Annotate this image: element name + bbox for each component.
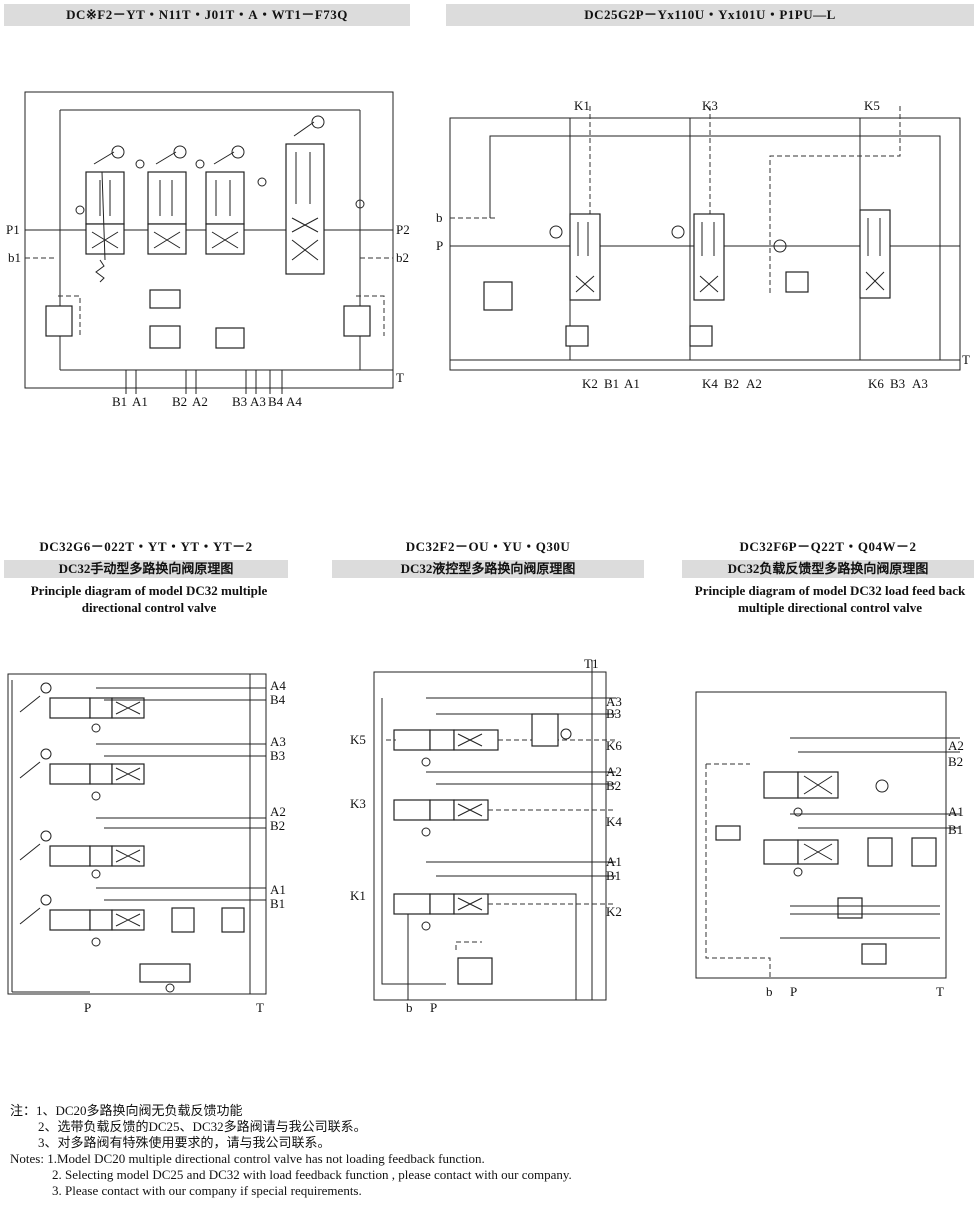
dc25-diagram: K1 K3 K5 b P T K2 B1 A1 K4 B2 A2 K6 B3 A… xyxy=(436,98,970,391)
dc20-port-a1: A1 xyxy=(132,394,148,409)
dc32-hydraulic-label-k1: K1 xyxy=(350,888,366,903)
dc32-hydraulic-port-a3: A3 xyxy=(606,694,622,709)
dc32-hydraulic-label-t1: T1 xyxy=(584,656,598,671)
dc32-hydraulic-label-k5: K5 xyxy=(350,732,366,747)
dc32-manual-port-b2: B2 xyxy=(270,818,285,833)
dc32-manual-label-t: T xyxy=(256,1000,264,1015)
dc25-bottom-b1: B1 xyxy=(604,376,619,391)
dc32-hydraulic-port-a2: A2 xyxy=(606,764,622,779)
note-en-2: 2. Selecting model DC25 and DC32 with lo… xyxy=(52,1167,572,1182)
dc20-label-b2: b2 xyxy=(396,250,409,265)
dc32-hydraulic-port-a1: A1 xyxy=(606,854,622,869)
dc32-load-model: DC32F6P－Q22T・Q04W－2 xyxy=(739,539,917,554)
dc25-bottom-a2: A2 xyxy=(746,376,762,391)
dc20-port-b3: B3 xyxy=(232,394,247,409)
dc20-label-t: T xyxy=(396,370,404,385)
dc32-hydraulic-label-p: P xyxy=(430,1000,437,1015)
dc32-manual-caption-en: Principle diagram of model DC32 multiple… xyxy=(30,583,268,615)
dc32-manual-port-b4: B4 xyxy=(270,692,286,707)
dc32-manual-diagram: A4 B4 A3 B3 A2 B2 A1 B1 P T xyxy=(7,673,286,1015)
dc32-manual-port-a4: A4 xyxy=(270,678,286,693)
dc32-load-label-t: T xyxy=(936,984,944,999)
dc25-label-p: P xyxy=(436,238,443,253)
dc32-hydraulic-port-k2: K2 xyxy=(606,904,622,919)
dc25-bottom-k4: K4 xyxy=(702,376,718,391)
notes-block: 注：1、DC20多路换向阀无负载反馈功能 2、选带负载反馈的DC25、DC32多… xyxy=(10,1103,572,1199)
dc32-load-diagram: A2 B2 A1 B1 b P T xyxy=(695,691,964,999)
dc25-bottom-b3: B3 xyxy=(890,376,905,391)
dc32-load-caption-en: Principle diagram of model DC32 load fee… xyxy=(694,583,966,615)
dc25-label-b: b xyxy=(436,210,443,225)
dc25-bottom-k2: K2 xyxy=(582,376,598,391)
dc32-load-label-p: P xyxy=(790,984,797,999)
dc20-port-a4: A4 xyxy=(286,394,302,409)
dc32-hydraulic-caption-cn: DC32液控型多路换向阀原理图 xyxy=(332,560,644,578)
dc32-manual-port-a3: A3 xyxy=(270,734,286,749)
dc32-load-port-a2: A2 xyxy=(948,738,964,753)
note-en-3: 3. Please contact with our company if sp… xyxy=(52,1183,362,1198)
dc20-model-header: DC※F2－YT・N11T・J01T・A・WT1－F73Q xyxy=(4,4,410,26)
dc32-load-caption-cn: DC32负载反馈型多路换向阀原理图 xyxy=(682,560,974,578)
dc32-load-port-a1: A1 xyxy=(948,804,964,819)
dc20-diagram: P1 b1 P2 b2 T B1 A1 B2 A2 B3 A3 B4 A4 xyxy=(6,91,410,409)
dc32-hydraulic-label-k3: K3 xyxy=(350,796,366,811)
dc32-hydraulic-model: DC32F2－OU・YU・Q30U xyxy=(405,539,571,554)
note-cn-2: 2、选带负载反馈的DC25、DC32多路阀请与我公司联系。 xyxy=(38,1119,367,1134)
dc20-port-b1: B1 xyxy=(112,394,127,409)
dc20-port-b4: B4 xyxy=(268,394,284,409)
dc20-port-a3: A3 xyxy=(250,394,266,409)
dc25-bottom-k6: K6 xyxy=(868,376,884,391)
dc25-label-k1: K1 xyxy=(574,98,590,113)
dc32-manual-port-a2: A2 xyxy=(270,804,286,819)
dc25-bottom-a3: A3 xyxy=(912,376,928,391)
note-en-1: Notes: 1.Model DC20 multiple directional… xyxy=(10,1151,485,1166)
dc25-model-header: DC25G2P－Yx110U・Yx101U・P1PU—L xyxy=(446,4,974,26)
dc32-hydraulic-port-b2: B2 xyxy=(606,778,621,793)
dc32-manual-port-b3: B3 xyxy=(270,748,285,763)
dc32-manual-label-p: P xyxy=(84,1000,91,1015)
dc32-manual-port-b1: B1 xyxy=(270,896,285,911)
dc32-load-label-b: b xyxy=(766,984,773,999)
dc25-label-t: T xyxy=(962,352,970,367)
dc32-hydraulic-port-k6: K6 xyxy=(606,738,622,753)
dc25-label-k5: K5 xyxy=(864,98,880,113)
dc20-port-a2: A2 xyxy=(192,394,208,409)
dc20-port-b2: B2 xyxy=(172,394,187,409)
dc32-manual-model: DC32G6－022T・YT・YT・YT－2 xyxy=(39,539,253,554)
dc32-hydraulic-port-b3: B3 xyxy=(606,706,621,721)
dc25-bottom-a1: A1 xyxy=(624,376,640,391)
dc32-manual-port-a1: A1 xyxy=(270,882,286,897)
dc20-label-p2: P2 xyxy=(396,222,410,237)
dc32-manual-caption-cn: DC32手动型多路换向阀原理图 xyxy=(4,560,288,578)
note-cn-1: 注：1、DC20多路换向阀无负载反馈功能 xyxy=(10,1103,243,1118)
dc32-hydraulic-port-b1: B1 xyxy=(606,868,621,883)
dc20-label-p1: P1 xyxy=(6,222,20,237)
dc32-hydraulic-port-k4: K4 xyxy=(606,814,622,829)
dc25-bottom-b2: B2 xyxy=(724,376,739,391)
dc32-hydraulic-label-b: b xyxy=(406,1000,413,1015)
dc32-hydraulic-diagram: T1 K5 K3 K1 A3 B3 K6 A2 B2 K4 A1 B1 K2 b… xyxy=(350,656,622,1015)
dc25-label-k3: K3 xyxy=(702,98,718,113)
dc32-load-port-b1: B1 xyxy=(948,822,963,837)
dc20-label-b1: b1 xyxy=(8,250,21,265)
note-cn-3: 3、对多路阀有特殊使用要求的，请与我公司联系。 xyxy=(38,1135,331,1150)
dc32-load-port-b2: B2 xyxy=(948,754,963,769)
